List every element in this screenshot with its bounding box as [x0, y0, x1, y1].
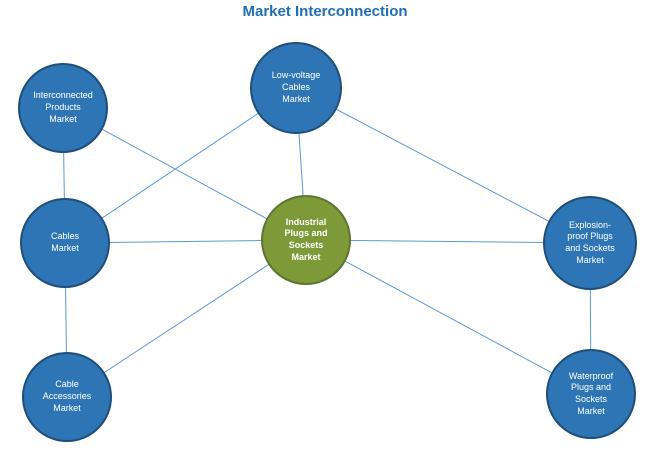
edge-industrial-plugs-sockets-cable-accessories: [66, 239, 307, 398]
edge-industrial-plugs-sockets-waterproof-plugs-sockets: [305, 239, 592, 395]
node-label-cable-accessories: Cable Accessories Market: [42, 379, 92, 413]
node-waterproof-plugs-sockets: Waterproof Plugs and Sockets Market: [546, 349, 636, 439]
figure-title: Market Interconnection: [242, 3, 408, 20]
node-label-low-voltage-cables: Low-voltage Cables Market: [271, 70, 321, 104]
edge-low-voltage-cables-explosion-proof-plugs-sockets: [295, 87, 591, 244]
node-industrial-plugs-sockets: Industrial Plugs and Sockets Market: [261, 195, 351, 285]
node-cables: Cables Market: [20, 198, 110, 288]
node-label-waterproof-plugs-sockets: Waterproof Plugs and Sockets Market: [568, 370, 614, 416]
node-label-interconnected-products: Interconnected Products Market: [33, 90, 93, 124]
node-label-cables: Cables Market: [50, 231, 79, 253]
node-label-industrial-plugs-sockets: Industrial Plugs and Sockets Market: [284, 216, 328, 262]
node-interconnected-products: Interconnected Products Market: [18, 63, 108, 153]
node-explosion-proof-plugs-sockets: Explosion- proof Plugs and Sockets Marke…: [543, 196, 637, 290]
edge-industrial-plugs-sockets-explosion-proof-plugs-sockets: [305, 239, 591, 244]
node-cable-accessories: Cable Accessories Market: [22, 352, 112, 442]
node-label-explosion-proof-plugs-sockets: Explosion- proof Plugs and Sockets Marke…: [565, 219, 615, 265]
node-low-voltage-cables: Low-voltage Cables Market: [250, 42, 342, 134]
